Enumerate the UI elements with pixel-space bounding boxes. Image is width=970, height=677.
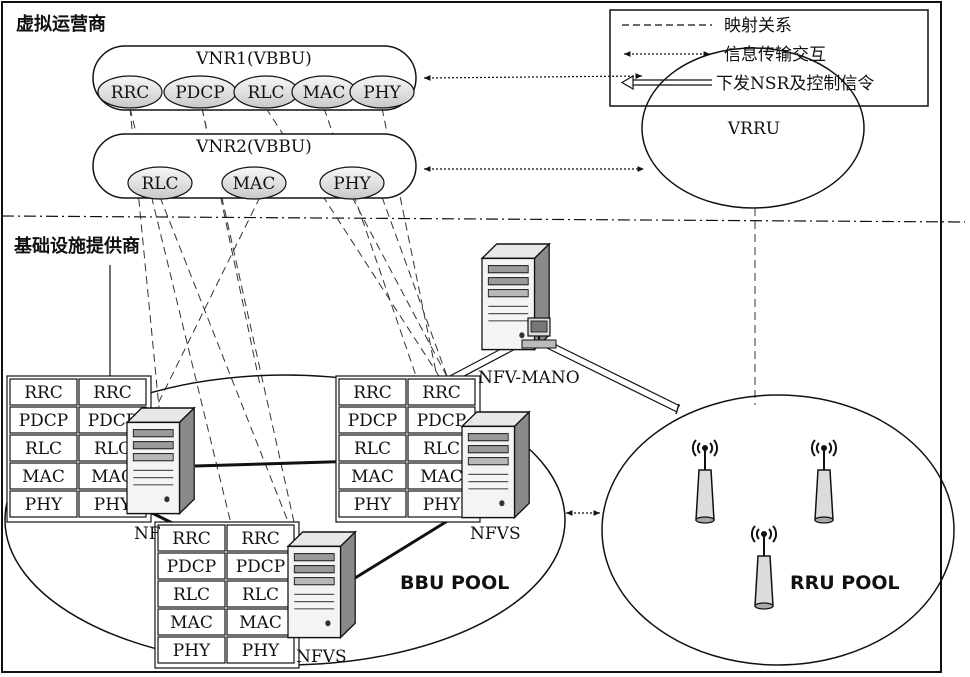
vnr1-layers: RRC PDCP RLC MAC PHY: [98, 76, 414, 108]
stack-cell-label: MAC: [170, 613, 213, 633]
rru-pool-label: RRU POOL: [790, 572, 900, 594]
stack-cell-label: RRC: [93, 383, 132, 403]
virtual-operator-label: 虚拟运营商: [16, 13, 106, 35]
layer-label: PDCP: [175, 83, 225, 103]
nfvs-bottom-server: [288, 532, 355, 638]
nfvs-left-label: NF: [134, 524, 161, 544]
stack-cell-label: PDCP: [167, 557, 217, 577]
stack-cell-label: MAC: [420, 467, 463, 487]
stack-cell-label: MAC: [22, 467, 65, 487]
nfv-mano-label: NFV-MANO: [478, 368, 580, 388]
antenna-icon-2: [812, 440, 836, 523]
stack-cell-label: RRC: [172, 529, 211, 549]
infrastructure-provider-label: 基础设施提供商: [13, 235, 140, 257]
stack-cell-label: PHY: [25, 495, 63, 515]
stack-cell-label: MAC: [239, 613, 282, 633]
legend-mapping-label: 映射关系: [724, 16, 792, 36]
bbu-pool-label: BBU POOL: [400, 572, 509, 594]
stack-right: RRC RRC PDCP PDCP RLC RLC MAC MAC PHY PHY: [336, 376, 480, 522]
stack-cell-label: RLC: [173, 585, 210, 605]
stack-cell-label: RLC: [423, 439, 460, 459]
stack-cell-label: MAC: [351, 467, 394, 487]
layer-label: PHY: [363, 83, 401, 103]
stack-cell-label: PDCP: [19, 411, 69, 431]
vnr2-group: VNR2(VBBU) RLC MAC PHY: [93, 134, 416, 199]
stack-cell-label: PDCP: [348, 411, 398, 431]
vnr2-title: VNR2(VBBU): [195, 137, 312, 157]
stack-cell-label: PDCP: [417, 411, 467, 431]
layer-label: PHY: [333, 174, 371, 194]
stack-cell-label: RRC: [353, 383, 392, 403]
stack-cell-label: PHY: [242, 641, 280, 661]
stack-cell-label: RLC: [94, 439, 131, 459]
stack-cell-label: PHY: [173, 641, 211, 661]
antenna-icon-3: [752, 526, 776, 609]
nfvs-right-server: [462, 412, 529, 518]
layer-label: RLC: [141, 174, 178, 194]
layer-label: MAC: [233, 174, 276, 194]
layer-label: RRC: [111, 83, 150, 103]
stack-cell-label: RLC: [242, 585, 279, 605]
nfvs-right-label: NFVS: [470, 524, 521, 544]
legend: 映射关系 信息传输交互 下发NSR及控制信令: [610, 10, 928, 106]
stack-cell-label: PHY: [94, 495, 132, 515]
stack-cell-label: PDCP: [236, 557, 286, 577]
stack-cell-label: RLC: [25, 439, 62, 459]
nfvs-left-server: [127, 408, 194, 514]
vnr2-layers: RLC MAC PHY: [128, 167, 384, 199]
region-divider: [2, 216, 965, 222]
nfvs-bottom-label: NFVS: [296, 647, 347, 667]
layer-label: RLC: [247, 83, 284, 103]
vnr1-title: VNR1(VBBU): [195, 49, 312, 69]
stack-cell-label: RLC: [354, 439, 391, 459]
stack-cell-label: RRC: [422, 383, 461, 403]
vrru-label: VRRU: [727, 119, 780, 139]
stack-cell-label: RRC: [24, 383, 63, 403]
stack-cell-label: RRC: [241, 529, 280, 549]
rru-pool-ellipse: [602, 395, 954, 665]
nfv-mano-server: [482, 244, 556, 350]
stack-cell-label: PHY: [354, 495, 392, 515]
stack-cell-label: PHY: [423, 495, 461, 515]
layer-label: MAC: [303, 83, 346, 103]
stack-bottom: RRC RRC PDCP PDCP RLC RLC MAC MAC PHY PHY: [155, 522, 299, 668]
vnr1-group: VNR1(VBBU) RRC PDCP RLC MAC PHY: [93, 46, 416, 110]
antenna-icon-1: [693, 440, 717, 523]
